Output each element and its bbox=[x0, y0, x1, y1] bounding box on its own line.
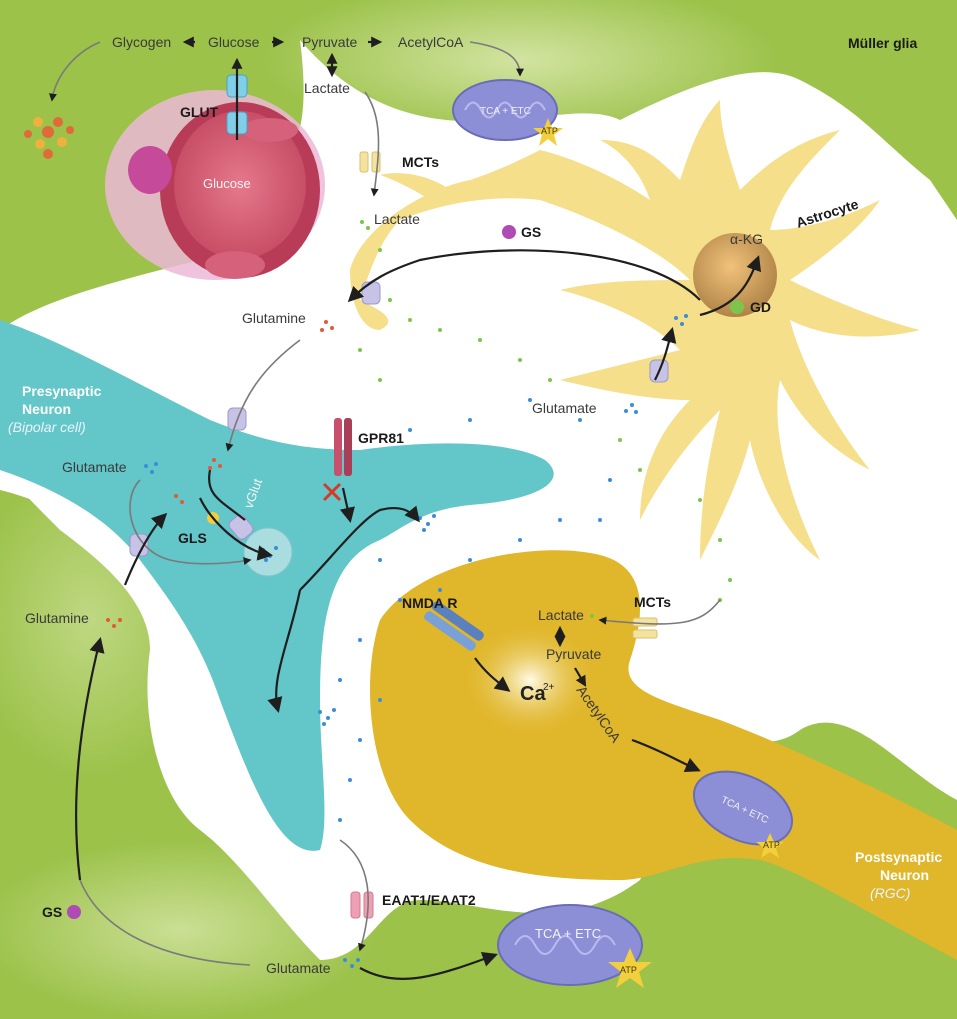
gls-label: GLS bbox=[178, 530, 207, 546]
tca-etc-bottom: TCA + ETC bbox=[535, 926, 601, 941]
akg-label: α-KG bbox=[730, 231, 763, 247]
glycogen-label: Glycogen bbox=[112, 34, 171, 50]
pyruvate-post-label: Pyruvate bbox=[546, 646, 601, 662]
nmda-receptor bbox=[424, 601, 484, 651]
gs-astro-label: GS bbox=[521, 224, 541, 240]
mcts-right-label: MCTs bbox=[634, 594, 671, 610]
glutamine-left-label: Glutamine bbox=[25, 610, 89, 626]
presynaptic-title-2: Neuron bbox=[22, 401, 71, 417]
gs-enzyme-bottom bbox=[67, 905, 81, 919]
mitochondrion-bottom: TCA + ETC ATP bbox=[497, 904, 652, 988]
gpr81-label: GPR81 bbox=[358, 430, 404, 446]
gpr81-receptor bbox=[334, 418, 352, 476]
atp-post: ATP bbox=[763, 840, 780, 850]
atp-star-post bbox=[756, 833, 784, 858]
synaptic-vesicle bbox=[243, 527, 293, 577]
gd-enzyme bbox=[730, 300, 744, 314]
gs-bottom-label: GS bbox=[42, 904, 62, 920]
muller-glia-label: Müller glia bbox=[848, 35, 917, 51]
presynaptic-title-1: Presynaptic bbox=[22, 383, 102, 399]
blood-vessel bbox=[105, 90, 325, 280]
glycogen-granule-icon bbox=[24, 117, 74, 159]
glutamate-pre-label: Glutamate bbox=[62, 459, 127, 475]
atp-star-bottom bbox=[608, 948, 652, 988]
glutamine-dots bbox=[106, 320, 334, 628]
mcts-top-label: MCTs bbox=[402, 154, 439, 170]
tca-etc-top: TCA + ETC bbox=[480, 106, 531, 117]
mcts-transporter-right bbox=[632, 617, 658, 639]
postsynaptic-title-1: Postsynaptic bbox=[855, 849, 942, 865]
ca-label: Ca bbox=[520, 683, 546, 705]
glut-label: GLUT bbox=[180, 104, 219, 120]
postsynaptic-subtitle: (RGC) bbox=[870, 885, 910, 901]
arrows bbox=[48, 36, 762, 980]
atp-top: ATP bbox=[541, 126, 558, 136]
blocked-x-icon bbox=[322, 482, 342, 502]
eaat-label: EAAT1/EAAT2 bbox=[382, 892, 476, 908]
glutamine-top-label: Glutamine bbox=[242, 310, 306, 326]
lactate-top-label: Lactate bbox=[304, 80, 350, 96]
vglut-transporter bbox=[228, 514, 254, 540]
astrocyte bbox=[350, 100, 920, 560]
postsynaptic-title-2: Neuron bbox=[880, 867, 929, 883]
nmda-label: NMDA R bbox=[402, 595, 457, 611]
glucose-top-label: Glucose bbox=[208, 34, 260, 50]
mitochondrion-top: TCA + ETC ATP bbox=[452, 79, 563, 146]
glutamate-astro-label: Glutamate bbox=[532, 400, 597, 416]
presynaptic-subtitle: (Bipolar cell) bbox=[8, 419, 86, 435]
atp-star-top bbox=[533, 118, 563, 146]
glucose-vessel-label: Glucose bbox=[203, 176, 251, 191]
presynaptic-neuron bbox=[0, 320, 554, 851]
atp-bottom: ATP bbox=[620, 965, 637, 975]
ca-superscript: 2+ bbox=[543, 682, 555, 693]
lactate-dots bbox=[358, 220, 732, 618]
gd-label: GD bbox=[750, 299, 771, 315]
gs-enzyme-astro bbox=[502, 225, 516, 239]
glutamate-bottom-label: Glutamate bbox=[266, 960, 331, 976]
pyruvate-top-label: Pyruvate bbox=[302, 34, 357, 50]
glutamine-transporter-astro bbox=[361, 281, 381, 305]
acetylcoa-top-label: AcetylCoA bbox=[398, 34, 464, 50]
lactate-mid-label: Lactate bbox=[374, 211, 420, 227]
mitochondrion-post: TCA + ETC ATP bbox=[692, 770, 794, 858]
lactate-post-label: Lactate bbox=[538, 607, 584, 623]
